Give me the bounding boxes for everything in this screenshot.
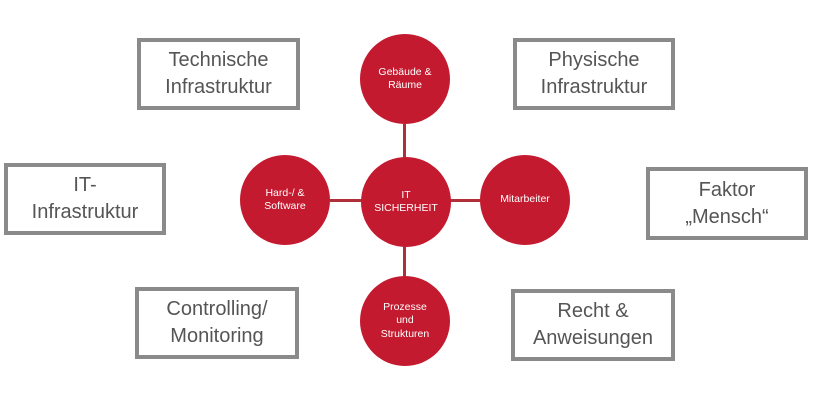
circle-prozesse-strukturen: Prozesse und Strukturen <box>360 276 450 366</box>
center-label: IT SICHERHEIT <box>374 188 438 214</box>
connector-top <box>403 124 406 160</box>
circle-gebaeude-raeume: Gebäude & Räume <box>360 34 450 124</box>
box-label-recht: Recht & Anweisungen <box>532 300 654 349</box>
box-label-faktor: Faktor „Mensch“ <box>685 178 769 228</box>
circle-label-top: Gebäude & Räume <box>378 65 432 91</box>
connector-bottom <box>403 245 406 279</box>
center-circle-it-sicherheit: IT SICHERHEIT <box>361 157 451 247</box>
circle-hard-software: Hard-/ & Software <box>240 155 330 245</box>
circle-mitarbeiter: Mitarbeiter <box>480 155 570 245</box>
box-physische-infrastruktur: Physische Infrastruktur <box>513 38 675 110</box>
box-recht-anweisungen: Recht & Anweisungen <box>511 289 675 361</box>
box-technische-infrastruktur: Technische Infrastruktur <box>137 38 300 110</box>
box-label-controlling: Controlling/ Monitoring <box>166 298 268 347</box>
connector-right <box>448 199 482 202</box>
circle-label-bottom: Prozesse und Strukturen <box>380 301 430 340</box>
circle-label-right: Mitarbeiter <box>500 193 550 206</box>
box-controlling-monitoring: Controlling/ Monitoring <box>135 287 299 359</box>
box-label-it: IT- Infrastruktur <box>31 174 139 223</box>
box-faktor-mensch: Faktor „Mensch“ <box>646 167 808 240</box>
box-label-technische: Technische Infrastruktur <box>165 49 272 98</box>
box-label-physische: Physische Infrastruktur <box>540 49 648 98</box>
connector-left <box>330 199 364 202</box>
circle-label-left: Hard-/ & Software <box>264 186 306 212</box>
box-it-infrastruktur: IT- Infrastruktur <box>4 163 166 235</box>
